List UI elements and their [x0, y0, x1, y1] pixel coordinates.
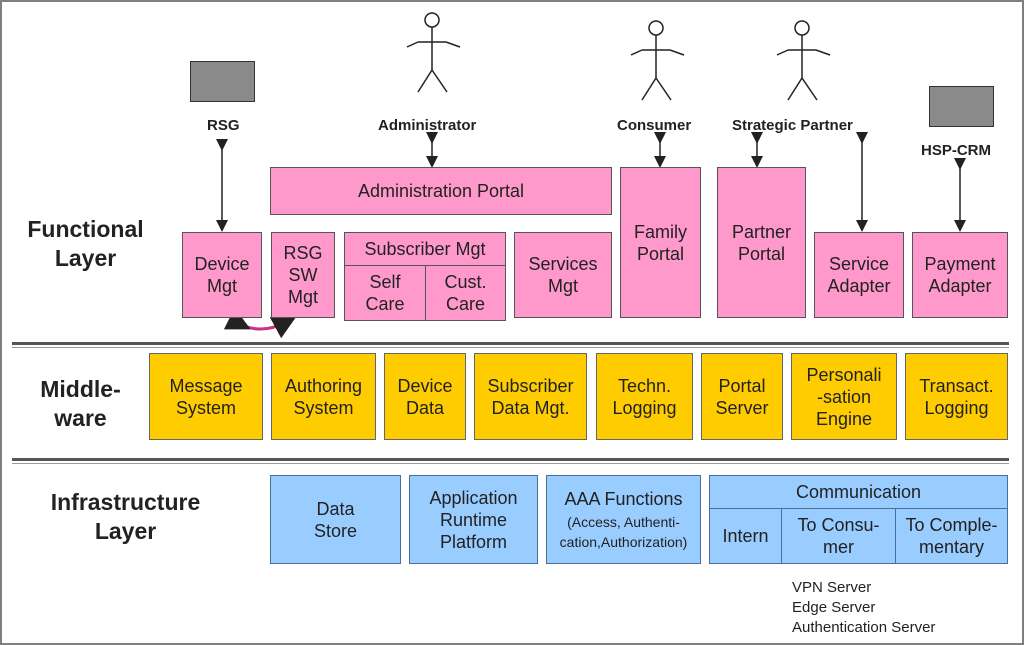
service-adapter-label: Service Adapter [827, 254, 891, 296]
consumer-icon [630, 20, 685, 101]
note-authentication-server: Authentication Server [792, 619, 936, 636]
rsg-sw-mgt-label: RSG SW Mgt [283, 243, 323, 307]
partner-portal: Partner Portal [717, 167, 806, 318]
device-data-label: Device Data [397, 375, 453, 418]
strategic-partner-icon [776, 20, 831, 101]
actor-label-rsg: RSG [207, 117, 240, 134]
rsg-sw-mgt: RSG SW Mgt [271, 232, 335, 318]
note-list: VPN Server Edge Server Authentication Se… [792, 578, 935, 638]
message-system-label: Message System [169, 375, 243, 418]
layer-label-functional: Functional Layer [27, 216, 144, 271]
application-runtime-platform-label: Application Runtime Platform [429, 487, 518, 552]
authoring-system: Authoring System [271, 353, 376, 440]
transact-logging-label: Transact. Logging [919, 375, 994, 418]
communication-to-consumer-label: To Consu- mer [797, 515, 880, 557]
rsg-device-icon [190, 61, 255, 102]
cust-care: Cust. Care [425, 265, 506, 321]
service-adapter: Service Adapter [814, 232, 904, 318]
actor-label-consumer: Consumer [617, 117, 692, 134]
data-store-label: Data Store [313, 498, 358, 541]
note-edge-server: Edge Server [792, 599, 876, 616]
services-mgt-label: Services Mgt [528, 254, 598, 296]
partner-portal-label: Partner Portal [731, 221, 792, 264]
communication: Communication [709, 475, 1008, 509]
note-vpn-server: VPN Server [792, 579, 872, 596]
portal-server-label: Portal Server [715, 375, 769, 418]
message-system: Message System [149, 353, 263, 440]
subscriber-data-mgt-label: Subscriber Data Mgt. [487, 375, 574, 418]
techn-logging-label: Techn. Logging [612, 375, 677, 418]
actor-label-administrator: Administrator [378, 117, 477, 134]
communication-to-consumer: To Consu- mer [781, 508, 896, 564]
administrator-icon [406, 12, 461, 93]
aaa-functions-title: AAA Functions [564, 488, 683, 509]
family-portal: Family Portal [620, 167, 701, 318]
personalisation-engine: Personali -sation Engine [791, 353, 897, 440]
aaa-functions: AAA Functions (Access, Authenti- cation,… [546, 475, 701, 564]
techn-logging: Techn. Logging [596, 353, 693, 440]
device-data: Device Data [384, 353, 466, 440]
actor-label-strategic-partner: Strategic Partner [732, 117, 853, 134]
subscriber-data-mgt: Subscriber Data Mgt. [474, 353, 587, 440]
payment-adapter: Payment Adapter [912, 232, 1008, 318]
portal-server: Portal Server [701, 353, 783, 440]
separator-middleware-infrastructure [12, 458, 1009, 461]
services-mgt: Services Mgt [514, 232, 612, 318]
self-care: Self Care [344, 265, 426, 321]
transact-logging: Transact. Logging [905, 353, 1008, 440]
hsp-crm-device-icon [929, 86, 994, 127]
data-store: Data Store [270, 475, 401, 564]
separator-functional-middleware [12, 342, 1009, 345]
personalisation-engine-label: Personali -sation Engine [806, 364, 882, 429]
application-runtime-platform: Application Runtime Platform [409, 475, 538, 564]
subscriber-mgt: Subscriber Mgt [344, 232, 506, 266]
layer-label-middleware: Middle- ware [40, 376, 121, 431]
payment-adapter-label: Payment Adapter [924, 254, 996, 296]
administration-portal: Administration Portal [270, 167, 612, 215]
communication-intern: Intern [709, 508, 782, 564]
curved-arrow-rsg-sw-mgt [223, 307, 297, 339]
device-mgt-label: Device Mgt [194, 254, 250, 296]
separator-middleware-infrastructure-thin [12, 463, 1009, 464]
communication-intern-label: Intern [722, 526, 769, 546]
communication-to-complementary-label: To Comple- mentary [905, 515, 998, 557]
cust-care-label: Cust. Care [444, 272, 487, 314]
authoring-system-label: Authoring System [284, 375, 363, 418]
subscriber-mgt-label: Subscriber Mgt [364, 239, 486, 259]
layer-label-infrastructure: Infrastructure Layer [50, 489, 201, 544]
actor-label-hsp-crm: HSP-CRM [921, 142, 991, 159]
device-mgt: Device Mgt [182, 232, 262, 318]
separator-functional-middleware-thin [12, 347, 1009, 348]
communication-to-complementary: To Comple- mentary [895, 508, 1008, 564]
family-portal-label: Family Portal [634, 221, 687, 264]
self-care-label: Self Care [365, 272, 405, 314]
communication-label: Communication [795, 482, 922, 502]
administration-portal-label: Administration Portal [357, 181, 525, 201]
aaa-functions-detail: (Access, Authenti- cation,Authorization) [559, 513, 688, 550]
